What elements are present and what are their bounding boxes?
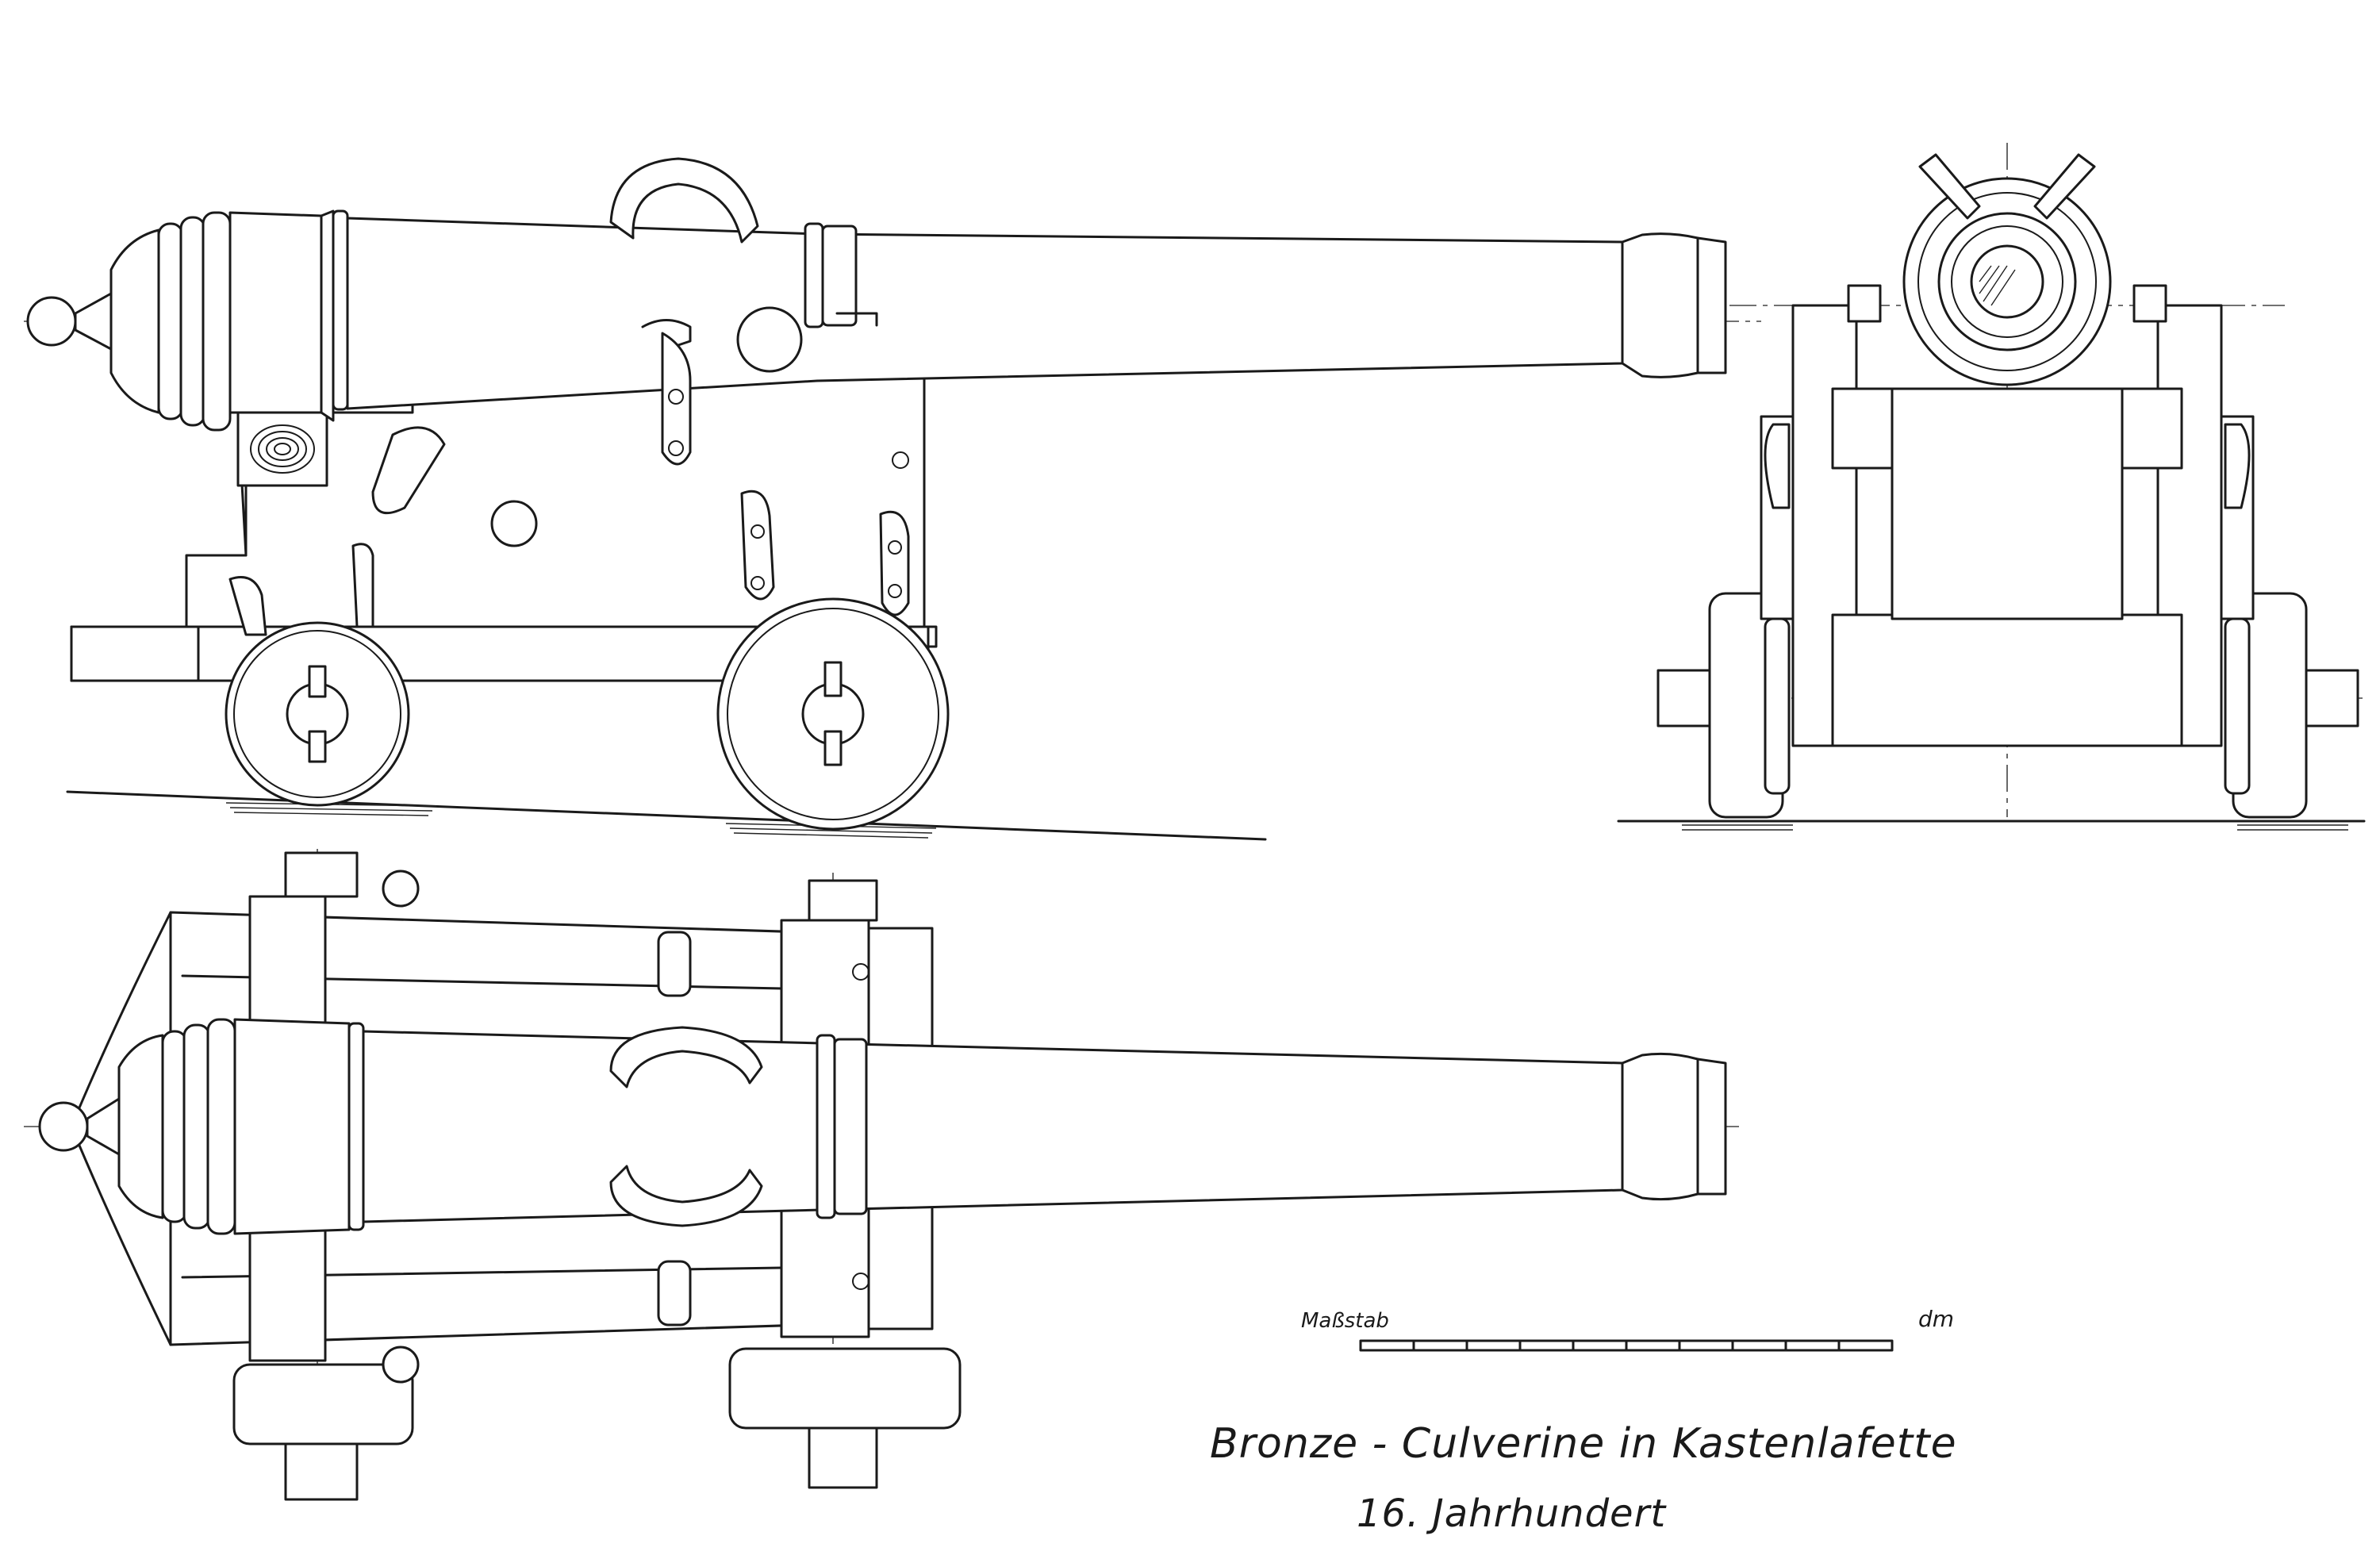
scale-unit: dm bbox=[1918, 1306, 1955, 1332]
front-wheel-top bbox=[728, 1347, 962, 1430]
wood-grain-icon bbox=[250, 424, 315, 474]
top-ring-bolts bbox=[382, 870, 869, 1384]
cascabel-knob-top bbox=[38, 1101, 89, 1152]
rear-wheel-top bbox=[232, 1363, 414, 1445]
rear-wheel-side bbox=[225, 621, 410, 807]
top-view bbox=[24, 849, 1745, 1501]
dolphin-top-lower bbox=[609, 1165, 763, 1227]
right-cheek bbox=[2156, 304, 2223, 747]
axle-bed bbox=[1831, 613, 2183, 747]
side-bolt-plates bbox=[228, 332, 910, 636]
scale-bar bbox=[1359, 1339, 1894, 1352]
dolphin-handle bbox=[609, 157, 759, 244]
trunnion bbox=[736, 306, 803, 373]
dolphin-left bbox=[1918, 153, 1981, 220]
dolphin-top-upper bbox=[609, 1026, 763, 1088]
front-view bbox=[1617, 143, 2366, 831]
drawing-subtitle: 16. Jahrhundert bbox=[1357, 1491, 1667, 1536]
front-wheel-side bbox=[716, 597, 950, 831]
side-view bbox=[24, 157, 1761, 841]
ground-line bbox=[66, 790, 1267, 841]
barrel-top bbox=[38, 1018, 1727, 1235]
drawing-title: Bronze - Culverine in Kastenlafette bbox=[1210, 1420, 1957, 1468]
dolphin-right bbox=[2033, 153, 2096, 220]
bore-shading bbox=[1979, 265, 2016, 306]
carriage-bed-rear bbox=[70, 625, 200, 682]
scale-label: Maßstab bbox=[1301, 1309, 1389, 1333]
cascabel-knob bbox=[26, 296, 77, 347]
